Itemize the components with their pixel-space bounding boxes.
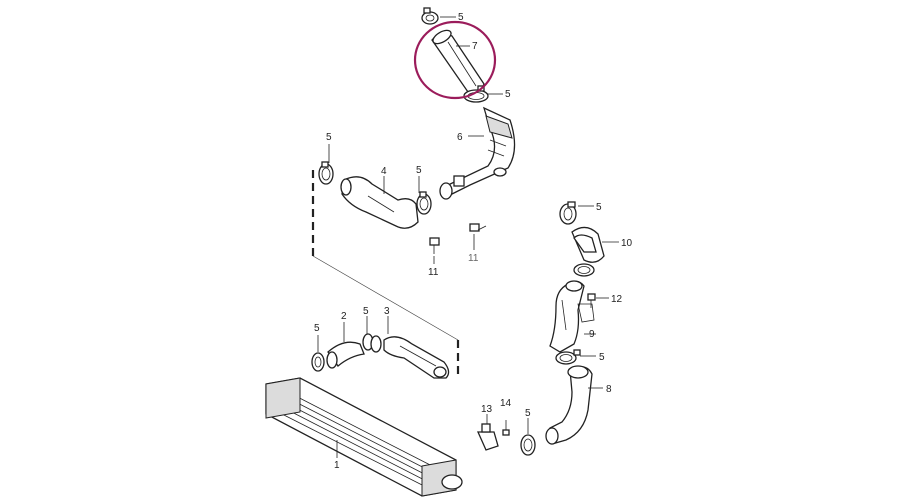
label-13: 13 <box>481 404 493 415</box>
hose-3[interactable] <box>383 336 450 379</box>
label-5-bottom: 5 <box>525 408 531 419</box>
label-5-mid4: 5 <box>416 165 422 176</box>
label-1: 1 <box>334 460 340 471</box>
clamp-right-10[interactable] <box>559 201 577 225</box>
clamp-top[interactable] <box>421 7 439 25</box>
label-5-below9: 5 <box>599 352 605 363</box>
label-5-right10: 5 <box>596 202 602 213</box>
label-11-right: 11 <box>468 253 479 264</box>
hose-8[interactable] <box>545 365 593 445</box>
clamp-left-4[interactable] <box>318 161 334 185</box>
label-5-top: 5 <box>458 12 464 23</box>
hose-7[interactable] <box>431 28 485 94</box>
screw-14[interactable] <box>502 420 510 436</box>
hose-9[interactable] <box>549 280 595 353</box>
label-12: 12 <box>611 294 623 305</box>
clamp-mid-4[interactable] <box>416 191 432 215</box>
assembly-boundary-line <box>312 255 459 341</box>
label-6: 6 <box>457 132 463 143</box>
label-11-left: 11 <box>428 267 439 278</box>
label-4: 4 <box>381 166 387 177</box>
hose-10[interactable] <box>571 226 605 263</box>
label-10: 10 <box>621 238 633 249</box>
label-14: 14 <box>500 398 512 409</box>
label-3: 3 <box>384 306 390 317</box>
clamp-bottom-right[interactable] <box>520 434 536 456</box>
label-5-under7: 5 <box>505 89 511 100</box>
label-9: 9 <box>589 329 595 340</box>
label-5-clamp2: 5 <box>314 323 320 334</box>
clamp-below-9[interactable] <box>555 349 581 365</box>
intercooler-1[interactable] <box>265 377 463 497</box>
highlight-circle <box>413 20 497 100</box>
label-2: 2 <box>341 311 347 322</box>
hose-2[interactable] <box>326 341 365 369</box>
label-5-mid23: 5 <box>363 306 369 317</box>
clamp-under-10[interactable] <box>573 263 595 277</box>
hose-4[interactable] <box>340 176 419 229</box>
bracket-13[interactable] <box>476 423 499 451</box>
hose-6[interactable] <box>439 106 516 200</box>
label-5-left4: 5 <box>326 132 332 143</box>
clamp-2[interactable] <box>311 352 325 372</box>
bolt-12[interactable] <box>587 293 596 308</box>
screw-11-left[interactable] <box>429 237 440 254</box>
clamp-mid-23[interactable] <box>362 333 382 353</box>
label-7: 7 <box>472 41 478 52</box>
screw-11-right[interactable] <box>469 223 487 232</box>
label-8: 8 <box>606 384 612 395</box>
